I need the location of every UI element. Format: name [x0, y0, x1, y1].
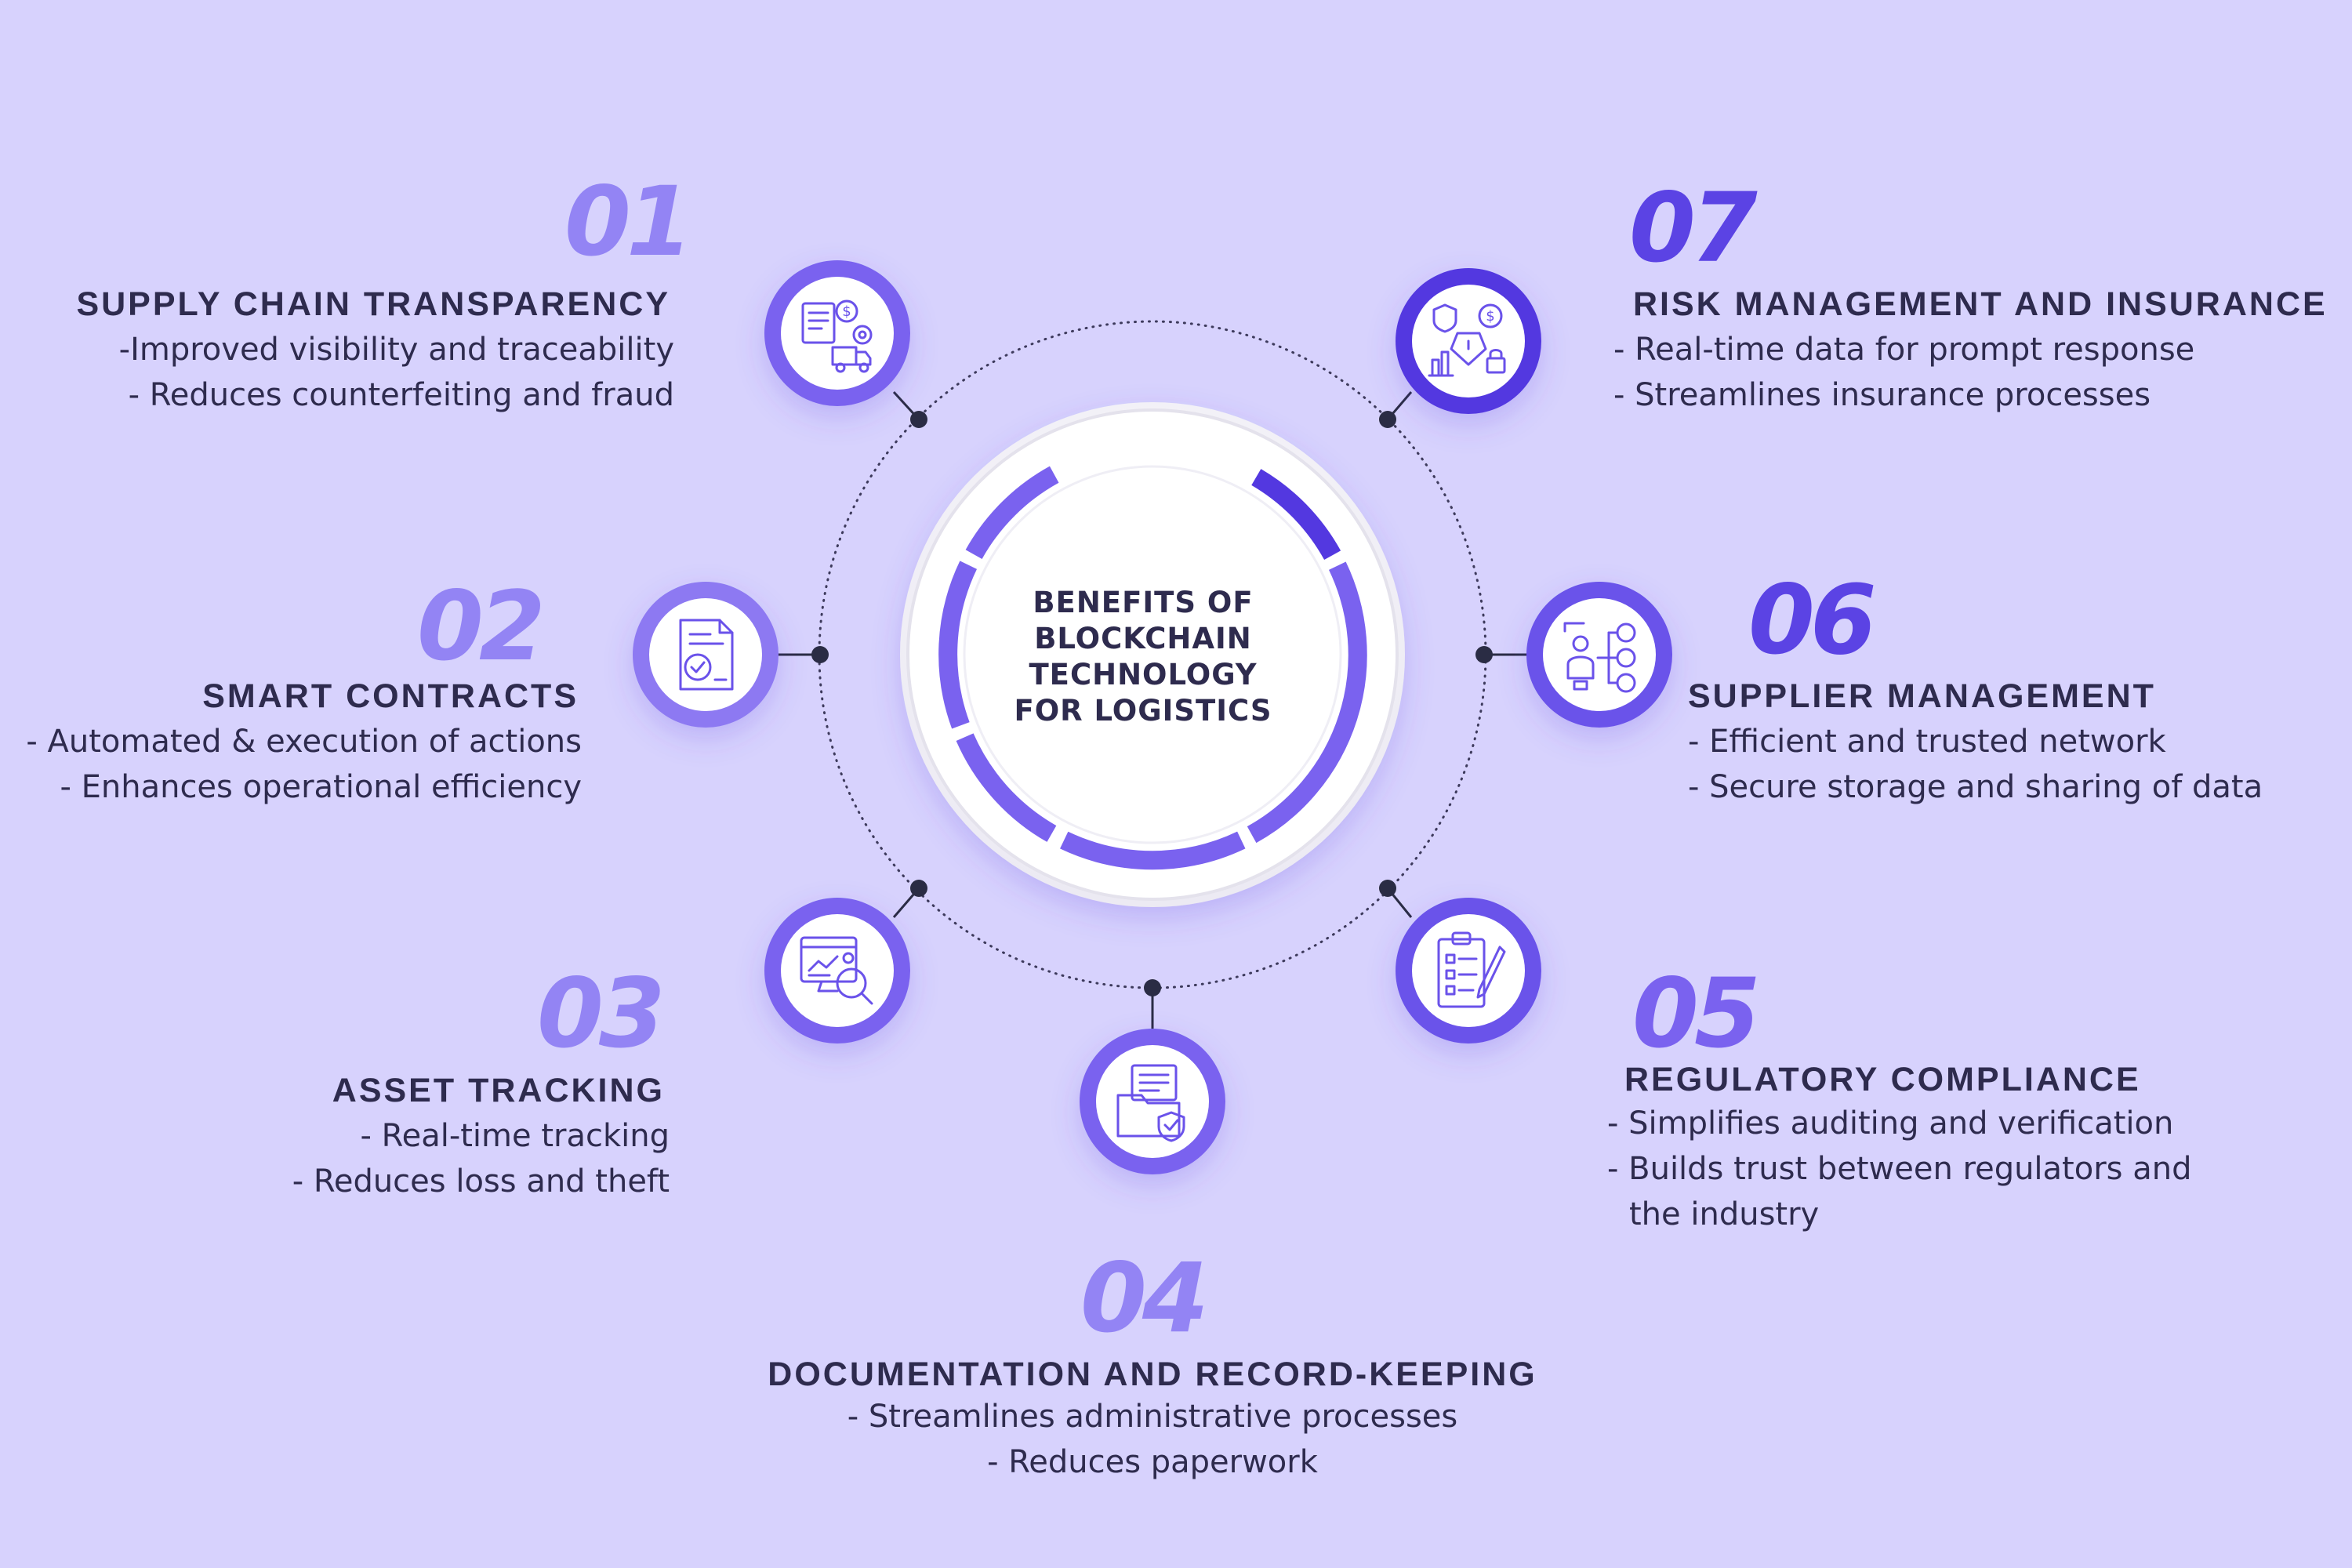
item-description: - Automated & execution of actions - Enh…	[26, 719, 582, 810]
item-point: - Simplifies auditing and verification	[1607, 1105, 2174, 1142]
item-point: - Real-time data for prompt response	[1613, 332, 2195, 368]
center-title: BENEFITS OF BLOCKCHAIN TECHNOLOGY FOR LO…	[986, 585, 1300, 729]
center-ring-arcs	[938, 466, 1367, 870]
supplier-network-icon	[1563, 622, 1636, 693]
item-point: -Improved visibility and traceability	[118, 332, 674, 368]
item-title: DOCUMENTATION AND RECORD-KEEPING	[768, 1356, 1537, 1393]
center-title-line: BLOCKCHAIN	[1034, 622, 1252, 655]
item-point: - Reduces counterfeiting and fraud	[128, 377, 674, 413]
item-number: 03	[537, 958, 666, 1069]
item-description: - Real-time data for prompt response - S…	[1613, 327, 2194, 418]
supply-chain-icon: $	[801, 299, 873, 373]
item-point: the industry	[1629, 1196, 1820, 1232]
item-point: - Reduces paperwork	[987, 1444, 1318, 1480]
item-number: 06	[1748, 564, 1877, 676]
item-point: - Builds trust between regulators and	[1607, 1151, 2192, 1187]
item-point: - Real-time tracking	[360, 1118, 670, 1154]
item-number: 05	[1632, 958, 1761, 1069]
center-title-line: TECHNOLOGY	[1029, 658, 1258, 691]
item-title: RISK MANAGEMENT AND INSURANCE	[1633, 285, 2328, 323]
item-point: - Streamlines insurance processes	[1613, 377, 2151, 413]
item-point: - Reduces loss and theft	[292, 1163, 670, 1200]
icon-badges	[633, 260, 1672, 1174]
item-title: SMART CONTRACTS	[202, 677, 579, 715]
item-point: - Secure storage and sharing of data	[1688, 769, 2263, 805]
item-point: - Automated & execution of actions	[26, 724, 582, 760]
clipboard-checklist-icon	[1437, 931, 1506, 1008]
risk-insurance-icon: $	[1428, 303, 1506, 377]
contract-icon	[679, 619, 734, 691]
item-title: ASSET TRACKING	[332, 1072, 665, 1109]
item-title: REGULATORY COMPLIANCE	[1624, 1061, 2141, 1098]
center-title-line: FOR LOGISTICS	[1014, 694, 1272, 728]
item-number: 07	[1629, 172, 1758, 284]
connector-dots	[811, 411, 1493, 996]
item-number: 01	[564, 166, 693, 278]
center-title-line: BENEFITS OF	[1033, 586, 1254, 619]
item-point: - Efficient and trusted network	[1688, 724, 2166, 760]
asset-tracking-icon	[800, 936, 873, 1005]
item-number: 02	[417, 571, 546, 682]
item-number: 04	[1080, 1243, 1209, 1354]
item-description: -Improved visibility and traceability - …	[119, 327, 674, 418]
item-point: - Streamlines administrative processes	[847, 1399, 1458, 1435]
item-description: - Real-time tracking - Reduces loss and …	[292, 1113, 670, 1204]
svg-text:$: $	[842, 303, 851, 320]
item-description: - Simplifies auditing and verification -…	[1607, 1101, 2191, 1237]
svg-text:$: $	[1486, 308, 1494, 325]
item-title: SUPPLIER MANAGEMENT	[1688, 677, 2156, 715]
item-description: - Efficient and trusted network - Secure…	[1688, 719, 2263, 810]
document-folder-icon	[1116, 1064, 1185, 1142]
item-title: SUPPLY CHAIN TRANSPARENCY	[76, 285, 670, 323]
item-description: - Streamlines administrative processes -…	[721, 1394, 1584, 1485]
item-point: - Enhances operational efficiency	[60, 769, 582, 805]
